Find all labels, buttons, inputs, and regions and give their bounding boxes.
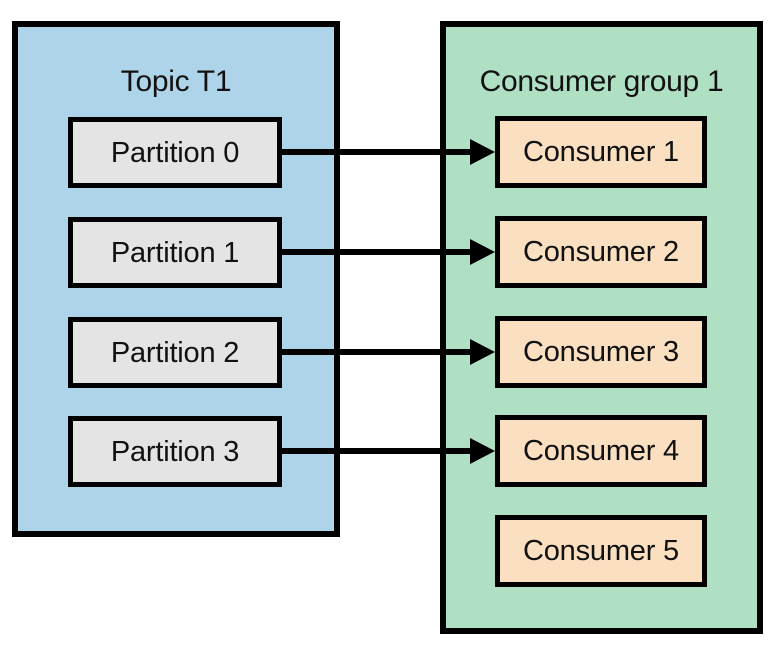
consumer-box[interactable]: Consumer 3: [495, 316, 707, 388]
arrowhead-icon: [470, 239, 495, 265]
consumer-box[interactable]: Consumer 1: [495, 116, 707, 188]
partition-label: Partition 0: [110, 136, 240, 169]
consumer-box[interactable]: Consumer 2: [495, 216, 707, 288]
consumer-label: Consumer 5: [523, 535, 679, 567]
consumer-label: Consumer 2: [523, 236, 679, 268]
consumer-label: Consumer 1: [523, 136, 679, 168]
partition-label: Partition 3: [110, 435, 240, 468]
consumer-box[interactable]: Consumer 4: [495, 415, 707, 487]
consumer-label: Consumer 3: [523, 336, 679, 368]
arrowhead-icon: [470, 339, 495, 365]
topic-panel-title: Topic T1: [120, 65, 232, 98]
connector-shaft: [282, 149, 470, 155]
partition-label: Partition 1: [110, 236, 240, 269]
connector-shaft: [282, 249, 470, 255]
partition-box[interactable]: Partition 2: [68, 317, 282, 388]
arrowhead-icon: [470, 139, 495, 165]
arrowhead-icon: [470, 438, 495, 464]
consumer-label: Consumer 4: [523, 435, 679, 467]
partition-box[interactable]: Partition 3: [68, 416, 282, 487]
consumer-box[interactable]: Consumer 5: [495, 515, 707, 587]
connector-shaft: [282, 349, 470, 355]
partition-label: Partition 2: [110, 336, 240, 369]
partition-box[interactable]: Partition 1: [68, 217, 282, 288]
connector-shaft: [282, 448, 470, 454]
consumer-group-panel-title: Consumer group 1: [479, 65, 724, 98]
partition-box[interactable]: Partition 0: [68, 117, 282, 188]
